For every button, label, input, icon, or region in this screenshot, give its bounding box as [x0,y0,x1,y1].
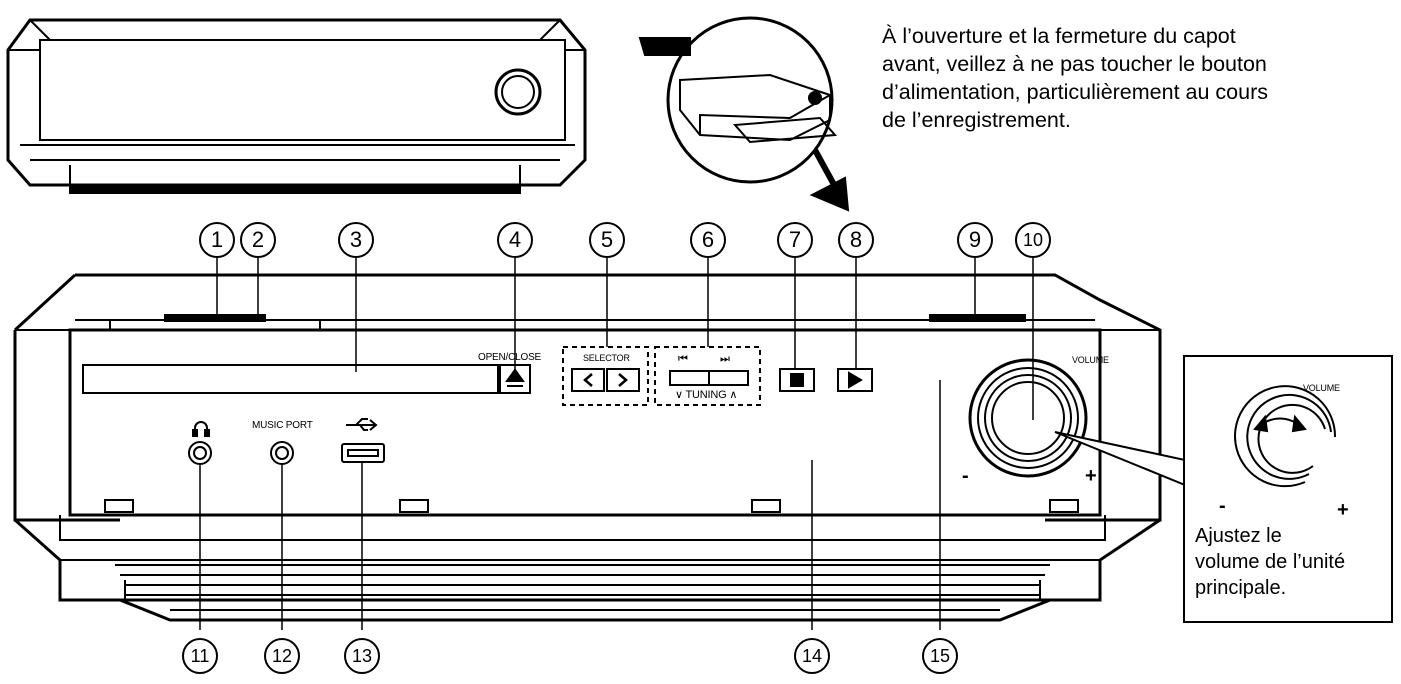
callout-10: 10 [1015,222,1051,258]
callout-1: 1 [199,222,235,258]
volume-minus: - [962,465,969,487]
callout-9: 9 [957,222,993,258]
inset-caption-line: Ajustez le [1195,525,1282,547]
callout-6: 6 [690,222,726,258]
callout-11: 11 [182,638,218,674]
note-line: de l’enregistrement. [882,108,1071,132]
callout-12: 12 [264,638,300,674]
inset-caption: Ajustez le volume de l’unité principale. [1195,523,1390,601]
callout-15: 15 [922,638,958,674]
callout-3: 3 [338,222,374,258]
volume-knob-icon [1234,385,1337,488]
inset-minus: - [1219,495,1226,517]
callout-7: 7 [777,222,813,258]
device-main-body [13,273,1162,622]
cover-caution-note: À l’ouverture et la fermeture du capot a… [882,22,1382,134]
selector-label: SELECTOR [583,353,630,363]
callout-14: 14 [794,638,830,674]
note-line: avant, veillez à ne pas toucher le bouto… [882,52,1267,76]
inset-caption-line: principale. [1195,577,1287,599]
inset-plus: + [1337,499,1349,521]
device-top-view [6,18,587,194]
tuning-label: ∨ TUNING ∧ [675,389,738,401]
callout-13: 13 [344,638,380,674]
callout-2: 2 [240,222,276,258]
open-close-label: OPEN/CLOSE [478,352,542,363]
inset-volume-label: VOLUME [1303,383,1340,393]
volume-plus: + [1085,465,1097,487]
inset-pointer [1054,431,1186,487]
callout-5: 5 [589,222,625,258]
music-port-label: MUSIC PORT [252,420,313,431]
volume-label: VOLUME [1072,355,1109,365]
callout-8: 8 [838,222,874,258]
next-icon: ⏭ [720,353,730,365]
prev-icon: ⏮ [678,353,688,365]
volume-inset: VOLUME - + Ajustez le volume de l’unité … [1183,355,1393,623]
note-line: À l’ouverture et la fermeture du capot [882,24,1236,48]
note-line: d’alimentation, particulièrement au cour… [882,80,1269,104]
front-cover-magnifier [638,16,850,212]
callout-4: 4 [497,222,533,258]
inset-caption-line: volume de l’unité [1195,551,1346,573]
callout-leaders [199,258,1034,630]
